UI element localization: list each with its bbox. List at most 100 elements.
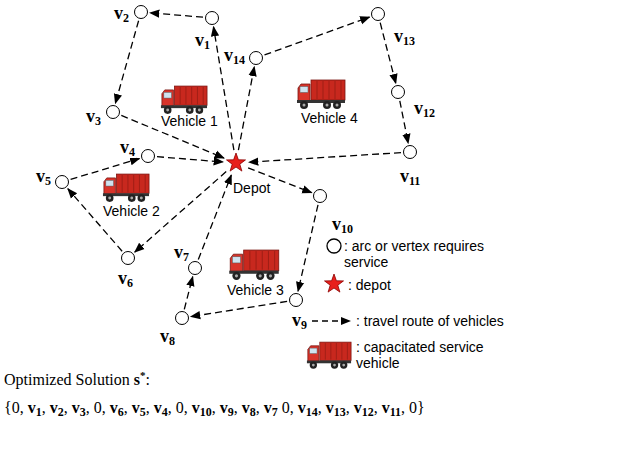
service-vertex: v3 xyxy=(106,105,120,119)
symbol-letter: v xyxy=(298,399,306,416)
symbol-index: 14 xyxy=(233,53,245,67)
vertex-label: v13 xyxy=(393,27,416,47)
route-arrow xyxy=(184,277,192,310)
service-vertex: v1 xyxy=(205,11,219,25)
vertex-label: v11 xyxy=(399,167,421,187)
vertex-label: v1 xyxy=(194,31,211,51)
vehicle-label: Vehicle 3 xyxy=(226,283,285,298)
service-vertex: v7 xyxy=(188,261,202,275)
depot-node: Depot xyxy=(225,152,247,174)
legend-text: : capacitated service vehicle xyxy=(356,339,516,371)
route-arrow xyxy=(115,21,138,104)
symbol-index: 9 xyxy=(228,405,234,419)
legend-text: : depot xyxy=(348,277,528,293)
symbol-letter: v xyxy=(414,98,423,118)
symbol-index: 12 xyxy=(362,405,374,419)
symbol-letter: v xyxy=(120,137,129,157)
depot-label: Depot xyxy=(232,181,271,196)
truck-icon xyxy=(161,86,207,114)
symbol-index: 9 xyxy=(301,318,307,332)
symbol-letter: v xyxy=(264,399,272,416)
service-vertex: v11 xyxy=(403,145,417,159)
route-arrow xyxy=(191,301,287,316)
symbol-index: 12 xyxy=(423,106,435,120)
service-vertex: v6 xyxy=(121,251,135,265)
solution-heading: Optimized Solution s*: xyxy=(4,368,619,391)
symbol-index: 4 xyxy=(162,405,168,419)
symbol-index: 1 xyxy=(204,38,210,52)
truck-icon xyxy=(229,250,279,280)
vertex-label: v6 xyxy=(117,269,134,289)
symbol-index: 7 xyxy=(183,250,189,264)
solution-sequence: {0, v1, v2, v3, 0, v6, v5, v4, 0, v10, v… xyxy=(4,398,619,419)
symbol-index: 2 xyxy=(58,405,64,419)
truck-icon xyxy=(103,174,149,202)
service-vertex: v12 xyxy=(391,85,405,99)
service-vertex: v8 xyxy=(175,311,189,325)
service-vertex: v14 xyxy=(249,51,263,65)
legend-arrow xyxy=(312,320,350,321)
symbol-index: 10 xyxy=(341,222,353,236)
symbol-index: 6 xyxy=(118,405,124,419)
symbol-letter: v xyxy=(110,399,118,416)
symbol-index: 13 xyxy=(334,405,346,419)
vehicle-label: Vehicle 2 xyxy=(102,204,161,219)
symbol-index: 2 xyxy=(123,11,129,25)
vertex-label: v4 xyxy=(119,138,136,158)
symbol-index: 5 xyxy=(140,405,146,419)
route-arrow xyxy=(157,157,223,162)
legend-text: : arc or vertex requires service xyxy=(344,238,504,270)
service-vertex: v13 xyxy=(371,7,385,21)
vertex-label: v2 xyxy=(113,4,130,24)
symbol-letter: v xyxy=(86,106,95,126)
route-arrow xyxy=(249,153,401,163)
symbol-index: 8 xyxy=(169,334,175,348)
symbol-letter: v xyxy=(220,399,228,416)
symbol-letter: v xyxy=(394,26,403,46)
route-arrow xyxy=(400,101,408,143)
symbol-letter: v xyxy=(242,399,250,416)
symbol-index: 4 xyxy=(129,145,135,159)
symbol-letter: v xyxy=(195,30,204,50)
symbol-index: 13 xyxy=(403,34,415,48)
legend-truck xyxy=(307,342,351,369)
symbol-letter: v xyxy=(154,399,162,416)
symbol-index: 10 xyxy=(200,405,212,419)
service-vertex: v10 xyxy=(313,189,327,203)
symbol-letter: v xyxy=(72,399,80,416)
depot-star xyxy=(225,152,247,174)
legend-star xyxy=(325,274,344,292)
symbol-letter: v xyxy=(160,326,169,346)
route-arrow xyxy=(298,205,318,291)
service-vertex: v2 xyxy=(134,5,148,19)
symbol-letter: v xyxy=(292,310,301,330)
service-vertex: v5 xyxy=(55,175,69,189)
vertex-label: v3 xyxy=(85,107,102,127)
route-arrow xyxy=(238,67,254,150)
symbol-letter: v xyxy=(28,399,36,416)
symbol-letter: v xyxy=(400,166,409,186)
legend-circle xyxy=(327,239,341,253)
vertex-label: v14 xyxy=(223,46,246,66)
truck-icon xyxy=(297,80,345,109)
symbol-letter: s xyxy=(134,371,140,388)
service-vertex: v9 xyxy=(289,293,303,307)
symbol-letter: v xyxy=(354,399,362,416)
route-arrow xyxy=(265,17,370,55)
vertex-label: v8 xyxy=(159,327,176,347)
route-arrow xyxy=(68,189,122,251)
symbol-letter: v xyxy=(382,399,390,416)
symbol-index: 5 xyxy=(45,174,51,188)
symbol-letter: v xyxy=(326,399,334,416)
symbol-index: 6 xyxy=(127,276,133,290)
symbol-letter: v xyxy=(132,399,140,416)
symbol-index: 11 xyxy=(409,174,420,188)
service-vertex: v4 xyxy=(141,149,155,163)
symbol-letter: v xyxy=(114,3,123,23)
symbol-index: 3 xyxy=(80,405,86,419)
vehicle-label: Vehicle 1 xyxy=(160,114,219,129)
symbol-letter: v xyxy=(192,399,200,416)
